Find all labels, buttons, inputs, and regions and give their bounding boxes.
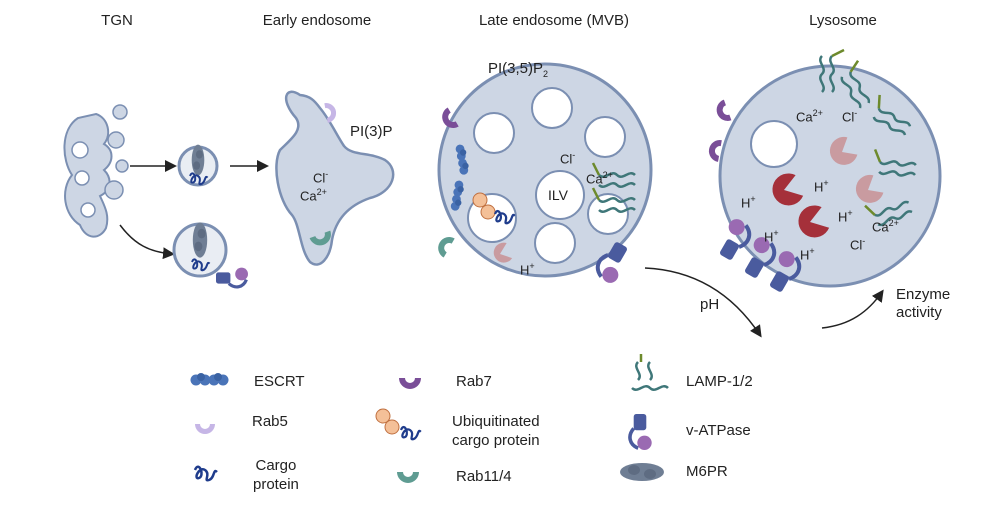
- lyso-cl-label-2: Cl-: [850, 236, 866, 253]
- stage-title-lysosome: Lysosome: [809, 12, 877, 29]
- stage-title-tgn: TGN: [101, 12, 133, 29]
- ph-arrow: [644, 267, 762, 338]
- lyso-h-label-3: H+: [838, 208, 853, 225]
- legend-ubiquitinated-cargo-icon: [375, 408, 422, 441]
- rab7-lyso-icon-2: [707, 138, 722, 162]
- legend-rab5-label: Rab5: [252, 413, 288, 430]
- legend-escrt-icon: [190, 373, 229, 386]
- pi3p-label: PI(3)P: [350, 123, 393, 140]
- lyso-h-label-1: H+: [814, 178, 829, 195]
- late-cl-label: Cl-: [560, 150, 576, 167]
- enzyme-activity-arrow: [821, 289, 884, 329]
- late-endosome: [437, 62, 653, 288]
- lyso-cl-label-1: Cl-: [842, 108, 858, 125]
- stage-title-early-endosome: Early endosome: [262, 12, 372, 29]
- stage-title-late-endosome: Late endosome (MVB): [478, 12, 630, 29]
- transport-vesicle-2: [172, 222, 250, 289]
- pi35p2-label: PI(3,5)P2: [488, 60, 549, 79]
- arrow-tgn-to-vesicle-2: [119, 224, 175, 260]
- legend-m6pr-label: M6PR: [686, 463, 728, 480]
- legend-cargo-icon: [193, 465, 219, 482]
- lyso-h-label-5: H+: [800, 246, 815, 263]
- legend-rab7-icon: [399, 378, 421, 389]
- ilv-label: ILV: [548, 187, 568, 203]
- lyso-ca-label-2: Ca2+: [872, 218, 899, 235]
- legend-rab114-label: Rab11/4: [456, 468, 512, 485]
- late-h-label: H+: [520, 261, 535, 278]
- legend-rab5-icon: [195, 424, 215, 434]
- early-endosome: [275, 90, 395, 266]
- legend-rab114-icon: [397, 472, 419, 483]
- late-ca-label: Ca2+: [586, 170, 613, 187]
- lyso-h-label-2: H+: [741, 194, 756, 211]
- legend-rab7-label: Rab7: [456, 373, 492, 390]
- lyso-ca-label: Ca2+: [796, 108, 823, 125]
- rab11-late-icon: [434, 232, 455, 258]
- legend-vatpase-label: v-ATPase: [686, 422, 751, 439]
- legend-escrt-label: ESCRT: [254, 373, 305, 390]
- transport-vesicle-1: [177, 144, 219, 187]
- early-ca-label: Ca2+: [300, 187, 327, 204]
- lyso-h-label-4: H+: [764, 228, 779, 245]
- legend-m6pr-icon: [620, 463, 664, 481]
- legend-vatpase-icon: [628, 412, 654, 452]
- tgn-structure: [63, 104, 129, 238]
- legend-lamp-icon: [631, 354, 669, 391]
- ph-label: pH: [700, 296, 720, 313]
- rab7-lyso-icon-1: [713, 99, 732, 125]
- legend-lamp-label: LAMP-1/2: [686, 373, 753, 390]
- lysosome: [711, 48, 942, 297]
- early-cl-label: Cl-: [313, 169, 329, 186]
